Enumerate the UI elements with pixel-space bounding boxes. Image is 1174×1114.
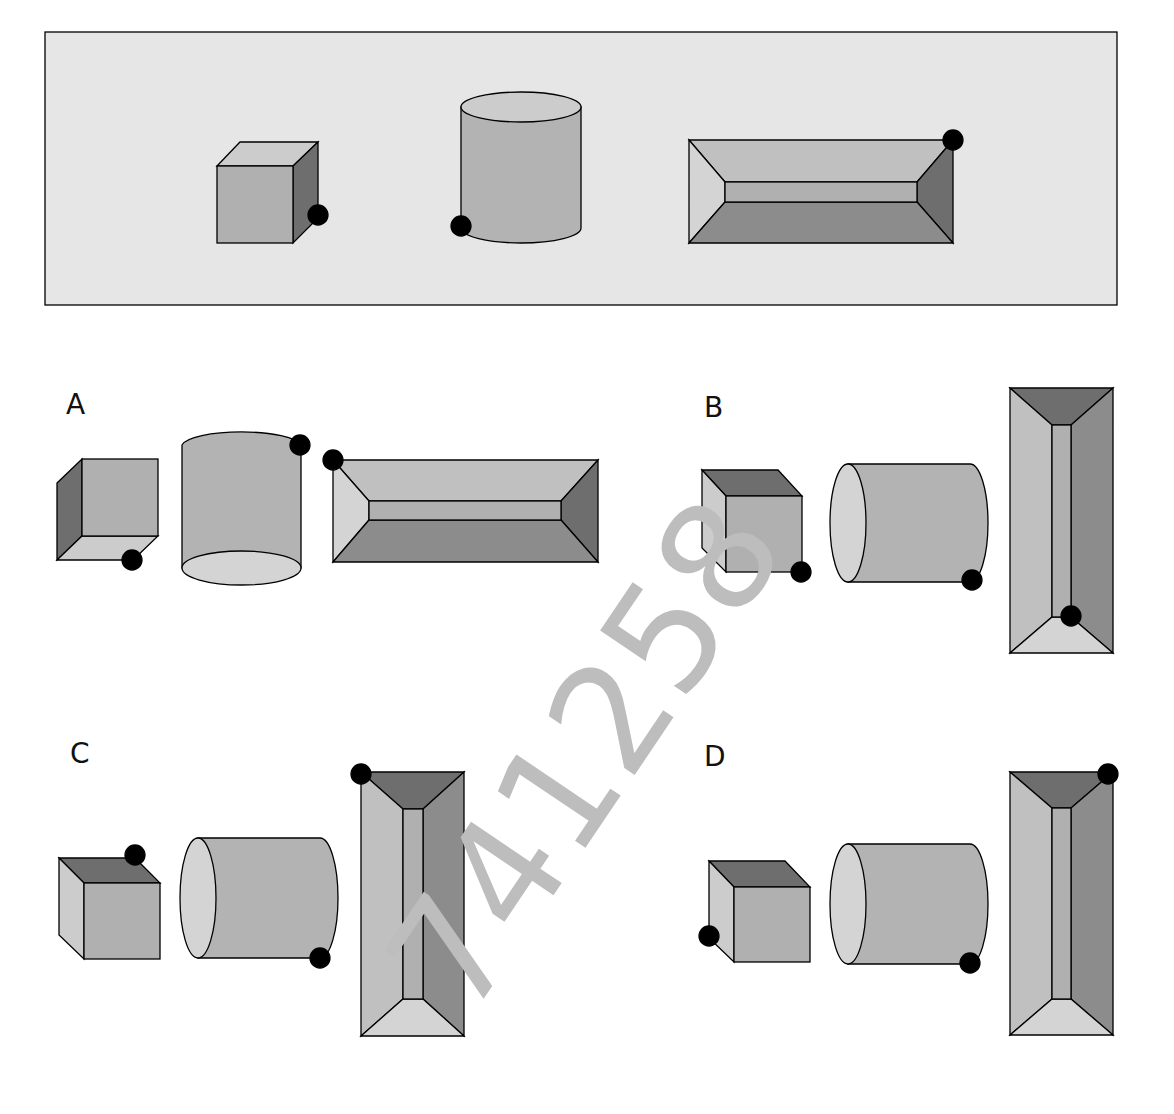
option-letter: C	[70, 740, 90, 768]
cylinder	[451, 92, 581, 243]
cylinder	[180, 838, 338, 968]
reference-panel	[45, 32, 1117, 305]
cube	[217, 142, 328, 243]
cube	[57, 459, 158, 570]
cube	[59, 845, 160, 959]
cylinder	[830, 464, 988, 590]
option-letter: A	[66, 391, 85, 419]
cube	[699, 861, 810, 962]
option-letter: B	[704, 394, 723, 422]
frustum	[323, 450, 598, 562]
frustum	[1010, 388, 1113, 653]
cylinder	[182, 432, 310, 585]
frustum	[1010, 764, 1118, 1035]
cylinder	[830, 844, 988, 973]
option-letter: D	[704, 743, 726, 771]
frustum	[689, 130, 963, 243]
